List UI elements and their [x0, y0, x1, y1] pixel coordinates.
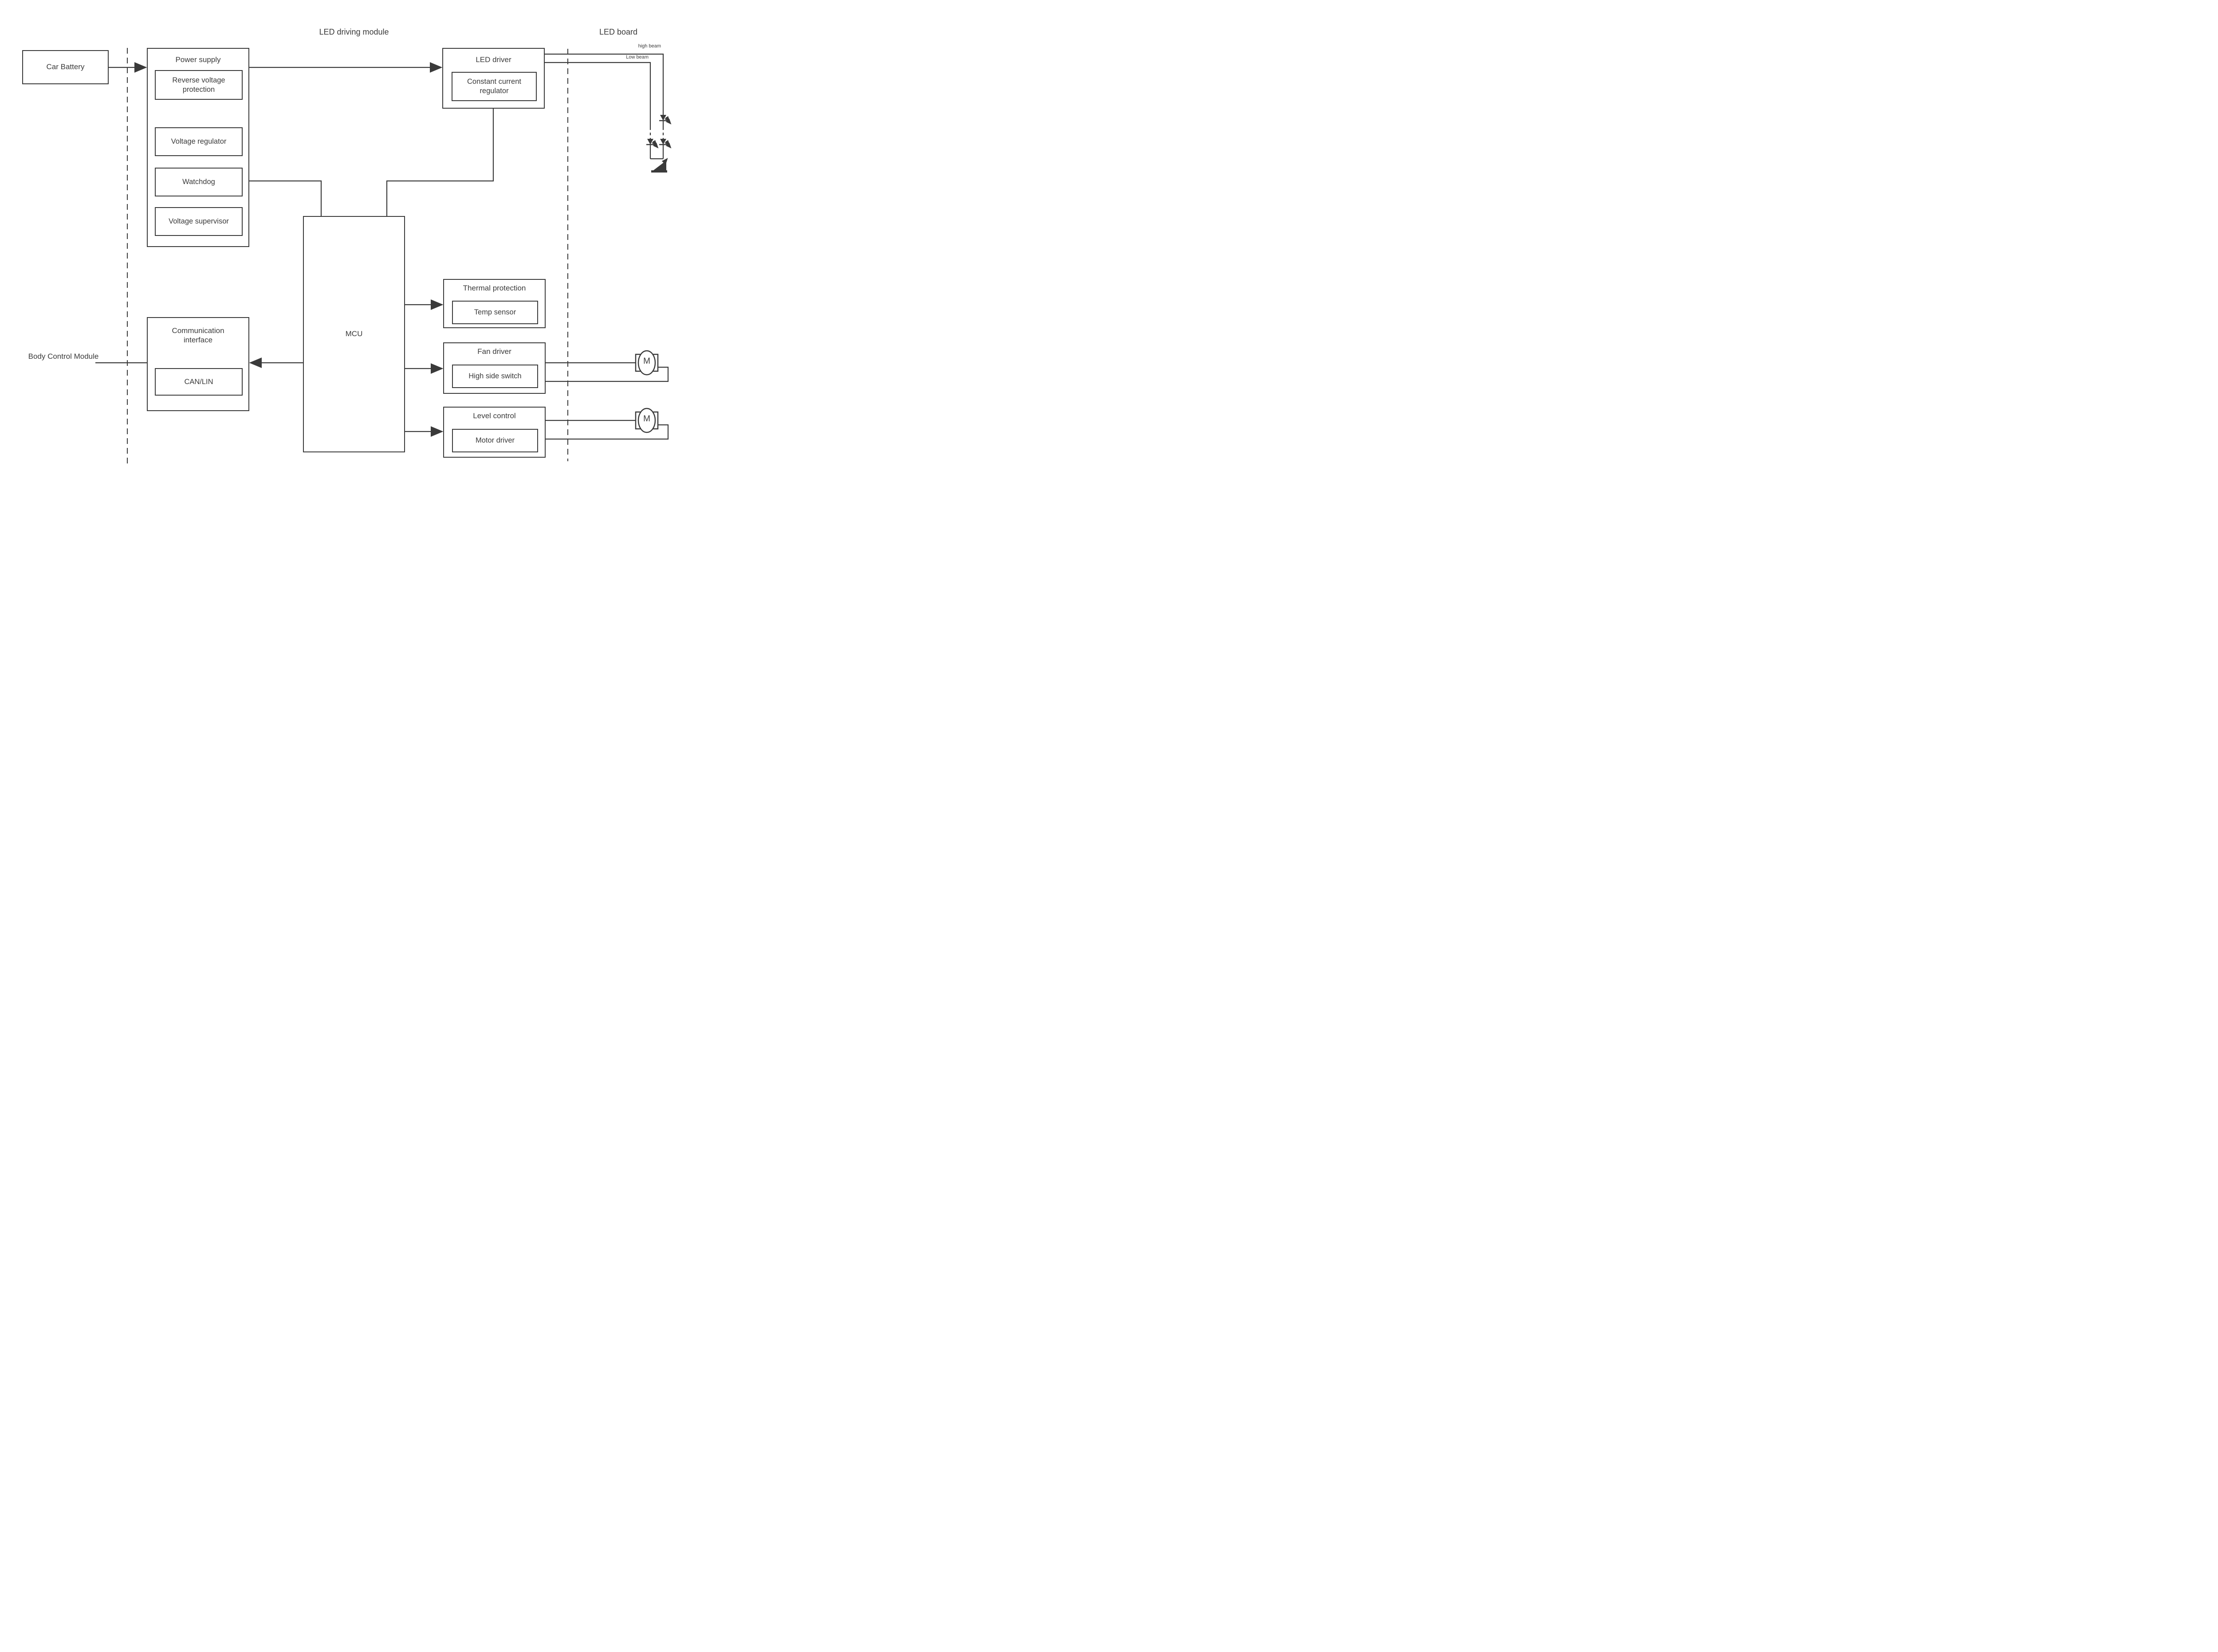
block-reverse-voltage-protection: Reverse voltage protection [155, 70, 243, 100]
body-control-module-label: Body Control Module [28, 352, 99, 361]
wire-high-beam [545, 53, 664, 127]
level-control-title: Level control [473, 412, 516, 420]
led-driver-title: LED driver [476, 55, 511, 64]
car-battery-label: Car Battery [46, 63, 85, 71]
block-power-supply: Power supply Reverse voltage protection … [147, 48, 249, 247]
led-icon-high-beam-2 [659, 139, 672, 149]
level-motor-icon [635, 408, 659, 433]
block-motor-driver: Motor driver [452, 429, 538, 452]
temp-sensor-label: Temp sensor [474, 308, 516, 316]
watchdog-label: Watchdog [182, 178, 215, 186]
communication-interface-title: Communication interface [172, 326, 224, 345]
wire-led-driver-to-mcu [386, 109, 494, 216]
led-icon-high-beam-1 [659, 115, 672, 125]
voltage-supervisor-label: Voltage supervisor [169, 217, 229, 225]
can-lin-label: CAN/LIN [184, 377, 213, 386]
high-side-switch-label: High side switch [468, 372, 522, 380]
wire-watchdog-to-mcu [249, 180, 322, 216]
wire-layer [95, 48, 672, 465]
led-icon-low-beam [646, 139, 659, 149]
block-can-lin: CAN/LIN [155, 368, 243, 396]
block-thermal-protection: Thermal protection Temp sensor [443, 279, 546, 328]
block-watchdog: Watchdog [155, 168, 243, 196]
light-output-icon [651, 158, 668, 173]
voltage-regulator-label: Voltage regulator [171, 137, 227, 145]
low-beam-label: Low beam [626, 55, 649, 60]
wire-fan-to-motor-bottom [546, 366, 669, 382]
reverse-voltage-protection-label: Reverse voltage protection [172, 76, 225, 94]
car-battery-block: Car Battery [22, 50, 109, 84]
block-level-control: Level control Motor driver [443, 407, 546, 458]
section-title-led-board: LED board [599, 27, 638, 36]
block-mcu: MCU [303, 216, 405, 452]
block-high-side-switch: High side switch [452, 365, 538, 388]
level-motor-label: M [643, 414, 650, 424]
fan-motor-icon [635, 350, 659, 376]
block-fan-driver: Fan driver High side switch [443, 342, 546, 394]
fan-motor-label: M [643, 357, 650, 366]
block-voltage-regulator: Voltage regulator [155, 127, 243, 156]
wire-level-to-motor-bottom [546, 424, 669, 440]
block-constant-current-regulator: Constant current regulator [452, 72, 537, 101]
block-voltage-supervisor: Voltage supervisor [155, 207, 243, 236]
section-title-led-driving-module: LED driving module [319, 27, 389, 36]
diagram-canvas: LED driving module LED board high beam L… [0, 0, 685, 510]
power-supply-title: Power supply [175, 55, 221, 64]
thermal-protection-title: Thermal protection [463, 284, 526, 292]
block-temp-sensor: Temp sensor [452, 301, 538, 324]
motor-driver-label: Motor driver [475, 436, 515, 444]
block-led-driver: LED driver Constant current regulator [442, 48, 545, 109]
fan-driver-title: Fan driver [477, 347, 511, 356]
high-beam-label: high beam [638, 43, 661, 49]
block-communication-interface: Communication interface CAN/LIN [147, 317, 249, 411]
mcu-label: MCU [345, 330, 363, 338]
wire-low-beam [545, 62, 651, 127]
constant-current-regulator-label: Constant current regulator [467, 78, 521, 95]
